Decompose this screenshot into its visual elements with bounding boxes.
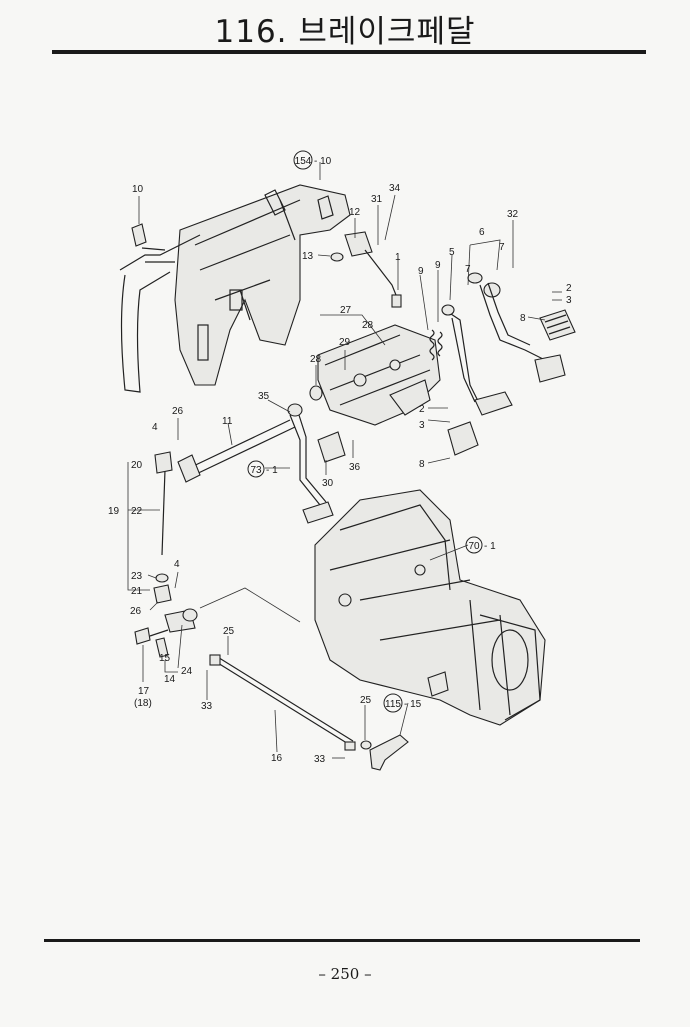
label-154: 154 (295, 156, 312, 167)
label-4-top: 4 (152, 422, 158, 433)
label-25-bottom: 25 (360, 695, 372, 706)
footer-rule (44, 939, 640, 942)
label-2-top: 2 (566, 283, 572, 294)
page-number: – 250 – (318, 965, 372, 983)
leader-lines (127, 162, 562, 759)
label-36: 36 (349, 462, 361, 473)
label-23: 23 (131, 571, 143, 582)
label-22: 22 (131, 506, 143, 517)
label-8-mid: 8 (419, 459, 425, 470)
brake-pedal-arm-6 (467, 272, 576, 383)
rod-11 (177, 419, 296, 483)
label-10: 10 (132, 184, 144, 195)
transmission-housing-70 (314, 489, 546, 726)
page-title: 116. 브레이크페달 (214, 14, 476, 50)
pedal-shaft-assembly (309, 324, 441, 426)
return-spring-9 (429, 329, 443, 361)
lower-linkage (134, 608, 198, 658)
label-24: 24 (181, 666, 193, 677)
label-4-bottom: 4 (174, 559, 180, 570)
cable-16 (209, 654, 356, 751)
label-26-bottom: 26 (130, 606, 142, 617)
label-73: 73 (250, 465, 262, 476)
label-7b: 7 (499, 242, 505, 253)
label-115-suffix: - 15 (404, 699, 422, 710)
brake-pedal-arm-5 (441, 304, 513, 456)
label-20: 20 (131, 460, 143, 471)
label-21: 21 (131, 586, 143, 597)
label-12: 12 (349, 207, 361, 218)
label-14: 14 (164, 674, 176, 685)
label-16: 16 (271, 753, 283, 764)
adjusting-rod-22 (153, 451, 173, 604)
label-70-suffix: - 1 (484, 541, 496, 552)
label-17: 17 (138, 686, 150, 697)
label-8-top: 8 (520, 313, 526, 324)
label-11: 11 (222, 416, 233, 427)
label-5: 5 (449, 247, 455, 258)
label-28b: 28 (362, 320, 374, 331)
pedal-bracket-frame (119, 184, 351, 393)
label-115: 115 (385, 699, 401, 710)
label-32: 32 (507, 209, 519, 220)
bolt-10 (131, 196, 147, 247)
title-rule (52, 50, 646, 54)
label-6: 6 (479, 227, 485, 238)
label-70: 70 (468, 541, 480, 552)
label-2-mid: 2 (419, 404, 425, 415)
label-1: 1 (395, 252, 401, 263)
label-34: 34 (389, 183, 401, 194)
label-15: 15 (159, 653, 171, 664)
label-73-suffix: - 1 (266, 465, 278, 476)
label-7a: 7 (465, 264, 471, 275)
label-13: 13 (302, 251, 314, 262)
label-154-suffix: - 10 (314, 156, 332, 167)
label-9a: 9 (418, 266, 424, 277)
label-3-mid: 3 (419, 420, 425, 431)
label-19: 19 (108, 506, 120, 517)
label-31: 31 (371, 194, 383, 205)
label-3-top: 3 (566, 295, 572, 306)
label-26-top: 26 (172, 406, 184, 417)
clutch-pedal-73 (287, 403, 346, 524)
label-33-top: 33 (201, 701, 213, 712)
label-18: (18) (134, 698, 152, 709)
clevis-rod-1 (330, 231, 402, 308)
label-28a: 28 (310, 354, 322, 365)
label-29: 29 (339, 337, 351, 348)
label-30: 30 (322, 478, 334, 489)
callout-labels: 154 - 10 10 34 31 12 32 6 7 7 5 9 9 1 13… (108, 150, 572, 765)
lever-115 (360, 734, 409, 771)
label-25-top: 25 (223, 626, 235, 637)
label-9b: 9 (435, 260, 441, 271)
label-27: 27 (340, 305, 352, 316)
label-33-bottom: 33 (314, 754, 326, 765)
label-35: 35 (258, 391, 270, 402)
